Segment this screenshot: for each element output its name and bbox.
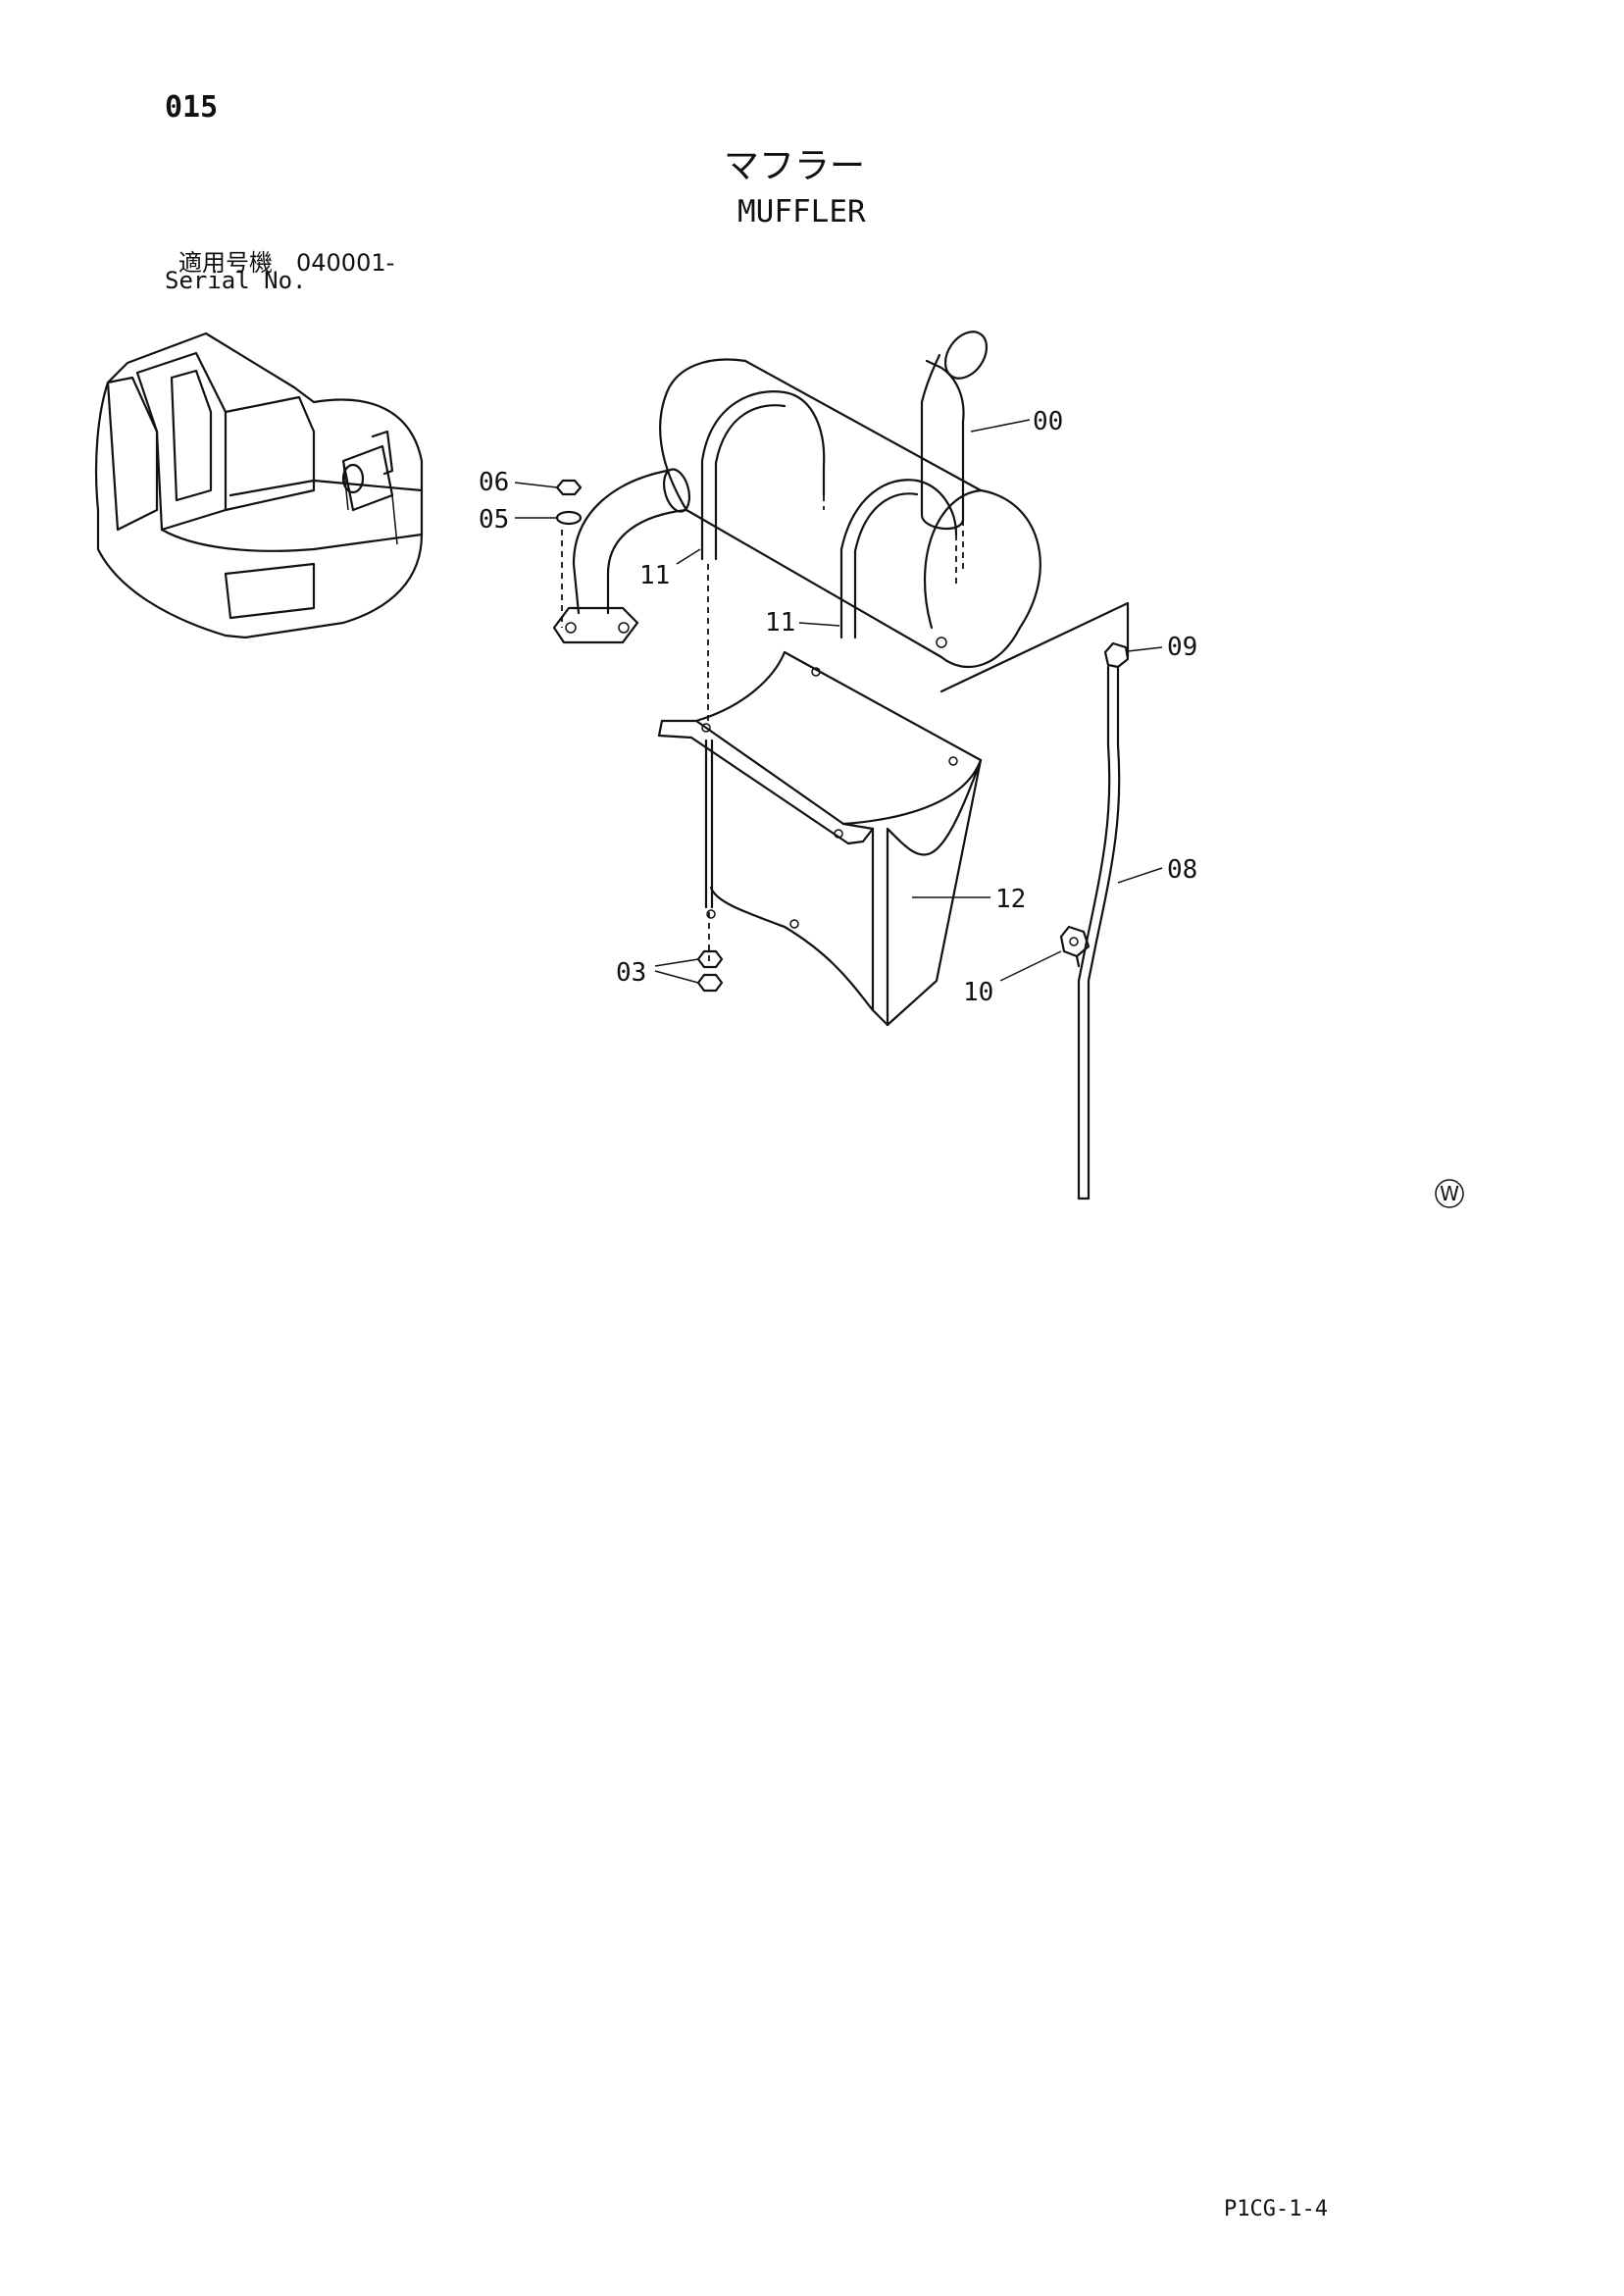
title-japanese: マフラー xyxy=(724,146,866,186)
heat-shield-cover xyxy=(657,650,983,1027)
callout-08: 08 xyxy=(1167,855,1197,885)
inlet-elbow-pipe xyxy=(552,468,691,644)
drain-tube-assembly xyxy=(939,601,1130,1200)
callout-11-first: 11 xyxy=(639,561,670,590)
callout-06: 06 xyxy=(479,468,509,497)
mark-letter: W xyxy=(1440,1182,1459,1205)
u-bolts xyxy=(700,390,958,639)
clamp-09 xyxy=(1103,641,1130,669)
fasteners xyxy=(555,479,724,993)
callout-09: 09 xyxy=(1167,633,1197,662)
title-english: MUFFLER xyxy=(737,194,866,230)
footer-code: P1CG-1-4 xyxy=(1224,2197,1328,2221)
washer-05 xyxy=(555,510,583,526)
callout-12: 12 xyxy=(995,885,1026,914)
clamp-10 xyxy=(1059,925,1091,958)
leader-lines xyxy=(514,419,1163,984)
callout-00: 00 xyxy=(1033,407,1063,436)
circled-w-mark: W xyxy=(1435,1179,1464,1208)
nut-03-upper xyxy=(696,949,724,969)
muffler-body xyxy=(659,358,1041,669)
callout-03: 03 xyxy=(616,958,646,988)
callout-05: 05 xyxy=(479,505,509,535)
callout-10: 10 xyxy=(963,978,993,1007)
nut-06 xyxy=(555,479,583,496)
tailpipe xyxy=(920,331,989,574)
callout-11-second: 11 xyxy=(765,608,795,638)
serial-label-english: Serial No. xyxy=(165,267,307,294)
serial-label-japanese: 適用号機 040001- xyxy=(178,249,395,277)
nut-03-lower xyxy=(696,973,724,993)
page-number: 015 xyxy=(165,90,219,125)
excavator-thumbnail xyxy=(94,332,424,639)
